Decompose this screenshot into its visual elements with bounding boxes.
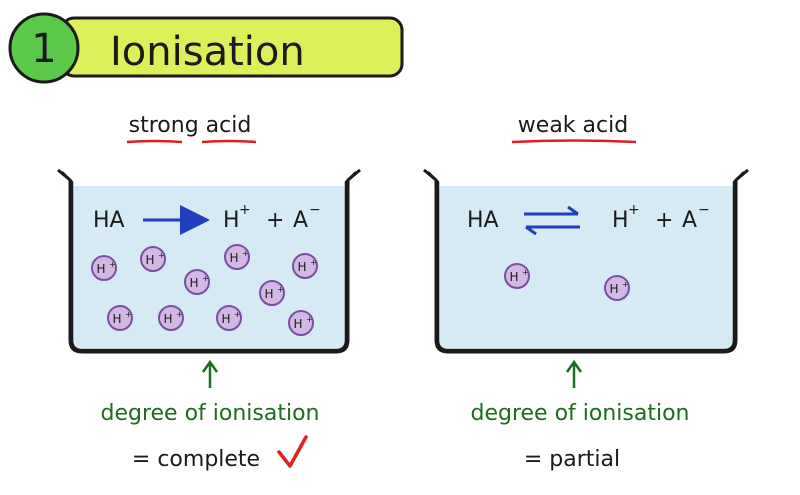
strong-acid-result: degree of ionisation = complete [100,359,320,472]
underline-weak-acid [511,139,637,144]
h-ion: H+ [107,305,133,331]
water-right [438,186,734,348]
equilibrium-arrow-forward-head [567,205,579,216]
h-ion: H+ [184,269,210,295]
weak-acid-label: weak acid [518,113,628,138]
up-arrow-left-head [201,359,219,373]
h-ion-charge: + [242,249,249,258]
h-ions-left: H+H+H+H+H+H+H+H+H+H+ [91,244,318,336]
plus-sign-right: + [655,208,673,233]
h-ion-label: H [163,312,172,326]
h-ion-charge: + [310,258,317,267]
h-ion-circle [504,263,530,289]
h-ion-circle [259,280,285,306]
page-title: Ionisation [110,29,305,75]
h-ion-circle [604,275,630,301]
h-ion: H+ [288,310,314,336]
h-ion-circle [184,269,210,295]
weak-acid-panel: weak acid HA H + + A − H+H+ [423,113,749,354]
h-ion-label: H [145,253,154,267]
water [72,186,346,348]
h-ion-label: H [189,276,198,290]
h-ion-charge: + [176,310,183,319]
product-h-right: H [612,208,629,233]
h-ion: H+ [292,253,318,279]
h-ion-charge: + [277,285,284,294]
weak-acid-result: degree of ionisation = partial [470,359,690,472]
h-ion-circle [107,305,133,331]
strong-acid-label: strong acid [129,113,252,138]
result-partial: = partial [524,447,620,472]
h-ion: H+ [91,255,117,281]
h-ion-charge: + [622,280,629,289]
up-arrow-right-head [565,359,583,373]
underline-acid [201,139,257,144]
h-ion-charge: + [306,315,313,324]
h-ion-charge: + [522,268,529,277]
beaker-inner-outline-right [427,171,745,352]
product-h-charge: + [239,202,251,218]
header: 1 Ionisation [8,12,404,84]
h-ion: H+ [259,280,285,306]
h-ion-charge: + [109,260,116,269]
h-ion-label: H [609,282,618,296]
anion-a: A [293,208,308,233]
section-number-badge [8,12,80,84]
h-ion-charge: + [202,274,209,283]
beaker-inner-outline [61,171,357,352]
h-ion-charge: + [158,251,165,260]
section-number: 1 [31,26,56,72]
beaker-outline-right [423,168,749,354]
h-ion-label: H [229,251,238,265]
h-ion-label: H [509,270,518,284]
degree-label-right: degree of ionisation [470,401,689,426]
h-ion-label: H [221,312,230,326]
anion-charge-right: − [698,202,710,218]
product-h-charge-right: + [628,202,640,218]
h-ion-charge: + [125,310,132,319]
plus-sign: + [266,208,284,233]
strong-acid-panel: strong acid HA H + + A − H+H+H+H+H+H+H+H… [57,113,361,354]
anion-charge: − [309,202,321,218]
degree-label-left: degree of ionisation [100,401,319,426]
h-ion: H+ [158,305,184,331]
h-ion-circle [292,253,318,279]
h-ion-circle [216,305,242,331]
h-ion-circle [140,246,166,272]
h-ion-label: H [264,287,273,301]
equilibrium-arrow-reverse-head [525,225,537,236]
anion-a-right: A [682,208,697,233]
h-ion: H+ [216,305,242,331]
h-ion-circle [224,244,250,270]
result-complete: = complete [132,447,260,472]
h-ion-circle [158,305,184,331]
h-ions-right: H+H+ [504,263,630,301]
h-ion-charge: + [234,310,241,319]
h-ion-label: H [112,312,121,326]
h-ion: H+ [224,244,250,270]
h-ion: H+ [504,263,530,289]
h-ion: H+ [140,246,166,272]
product-h: H [223,208,240,233]
h-ion-label: H [297,260,306,274]
check-mark-icon [277,435,308,468]
underline-strong [126,139,183,144]
h-ion-label: H [293,317,302,331]
h-ion-circle [91,255,117,281]
reactant-ha: HA [93,208,125,233]
h-ion-label: H [96,262,105,276]
h-ion: H+ [604,275,630,301]
reactant-ha-right: HA [467,208,499,233]
beaker-outline [57,168,361,354]
h-ion-circle [288,310,314,336]
